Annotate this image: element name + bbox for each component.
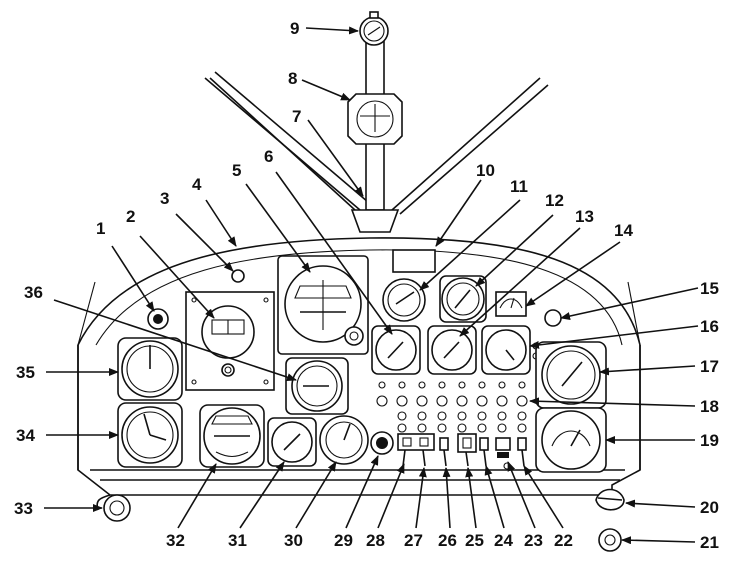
item-1-light xyxy=(147,308,169,330)
item-29-button xyxy=(370,431,394,455)
callout-26: 26 xyxy=(438,531,457,550)
callout-24: 24 xyxy=(494,531,513,550)
callout-1: 1 xyxy=(96,219,105,238)
callout-28: 28 xyxy=(366,531,385,550)
callout-8: 8 xyxy=(288,69,297,88)
matrix-row-d xyxy=(397,423,527,433)
item-3-knob xyxy=(231,269,245,283)
item-14-meter xyxy=(495,291,527,317)
callout-14: 14 xyxy=(614,221,633,240)
item-5-attitude-indicator xyxy=(277,255,369,355)
callout-9: 9 xyxy=(290,19,299,38)
item-20-handle xyxy=(595,488,625,511)
item-36-gauge xyxy=(285,357,349,415)
callout-17: 17 xyxy=(700,357,719,376)
callout-15: 15 xyxy=(700,279,719,298)
callout-21: 21 xyxy=(700,533,719,552)
item-21-knob xyxy=(598,528,622,552)
item-30-gauge xyxy=(319,415,369,465)
item-15-knob xyxy=(544,309,562,327)
callout-labels: 1 2 3 4 5 6 7 8 9 10 11 12 13 14 15 16 1… xyxy=(14,19,719,552)
compass-housing xyxy=(347,93,403,145)
callout-32: 32 xyxy=(166,531,185,550)
callout-35: 35 xyxy=(16,363,35,382)
item-32-turn-indicator xyxy=(199,404,265,468)
item-33-fitting xyxy=(103,494,131,522)
callout-27: 27 xyxy=(404,531,423,550)
callout-5: 5 xyxy=(232,161,241,180)
item-34-clock xyxy=(117,402,183,468)
item-6-gauge xyxy=(371,325,421,375)
callout-12: 12 xyxy=(545,191,564,210)
callout-20: 20 xyxy=(700,498,719,517)
leader-lines xyxy=(44,26,699,545)
callout-34: 34 xyxy=(16,426,35,445)
callout-13: 13 xyxy=(575,207,594,226)
callout-3: 3 xyxy=(160,189,169,208)
callout-18: 18 xyxy=(700,397,719,416)
item-10-placard xyxy=(392,249,436,273)
item-13-gauge xyxy=(427,325,477,375)
matrix-row-c xyxy=(397,411,527,421)
matrix-row-a xyxy=(378,381,526,389)
item-19-meter xyxy=(535,407,607,473)
callout-6: 6 xyxy=(264,147,273,166)
callout-22: 22 xyxy=(554,531,573,550)
mast-gauge xyxy=(359,11,389,46)
callout-16: 16 xyxy=(700,317,719,336)
callout-29: 29 xyxy=(334,531,353,550)
callout-30: 30 xyxy=(284,531,303,550)
callout-23: 23 xyxy=(524,531,543,550)
item-2-gauge xyxy=(185,291,275,391)
item-35-gauge xyxy=(117,337,183,401)
callout-25: 25 xyxy=(465,531,484,550)
item-31-gauge xyxy=(267,417,317,467)
item-17-gauge xyxy=(535,341,607,409)
item-11-gauge xyxy=(382,278,426,322)
callout-4: 4 xyxy=(192,175,202,194)
callout-36: 36 xyxy=(24,283,43,302)
callout-11: 11 xyxy=(510,177,528,196)
callout-33: 33 xyxy=(14,499,33,518)
callout-31: 31 xyxy=(228,531,247,550)
switch-matrix xyxy=(376,381,528,470)
callout-7: 7 xyxy=(292,107,301,126)
callout-19: 19 xyxy=(700,431,719,450)
matrix-row-b xyxy=(376,395,528,407)
item-16-gauge xyxy=(481,325,540,375)
windshield-frame xyxy=(204,71,549,215)
callout-10: 10 xyxy=(476,161,495,180)
callout-2: 2 xyxy=(126,207,135,226)
item-12-gauge xyxy=(439,275,487,323)
